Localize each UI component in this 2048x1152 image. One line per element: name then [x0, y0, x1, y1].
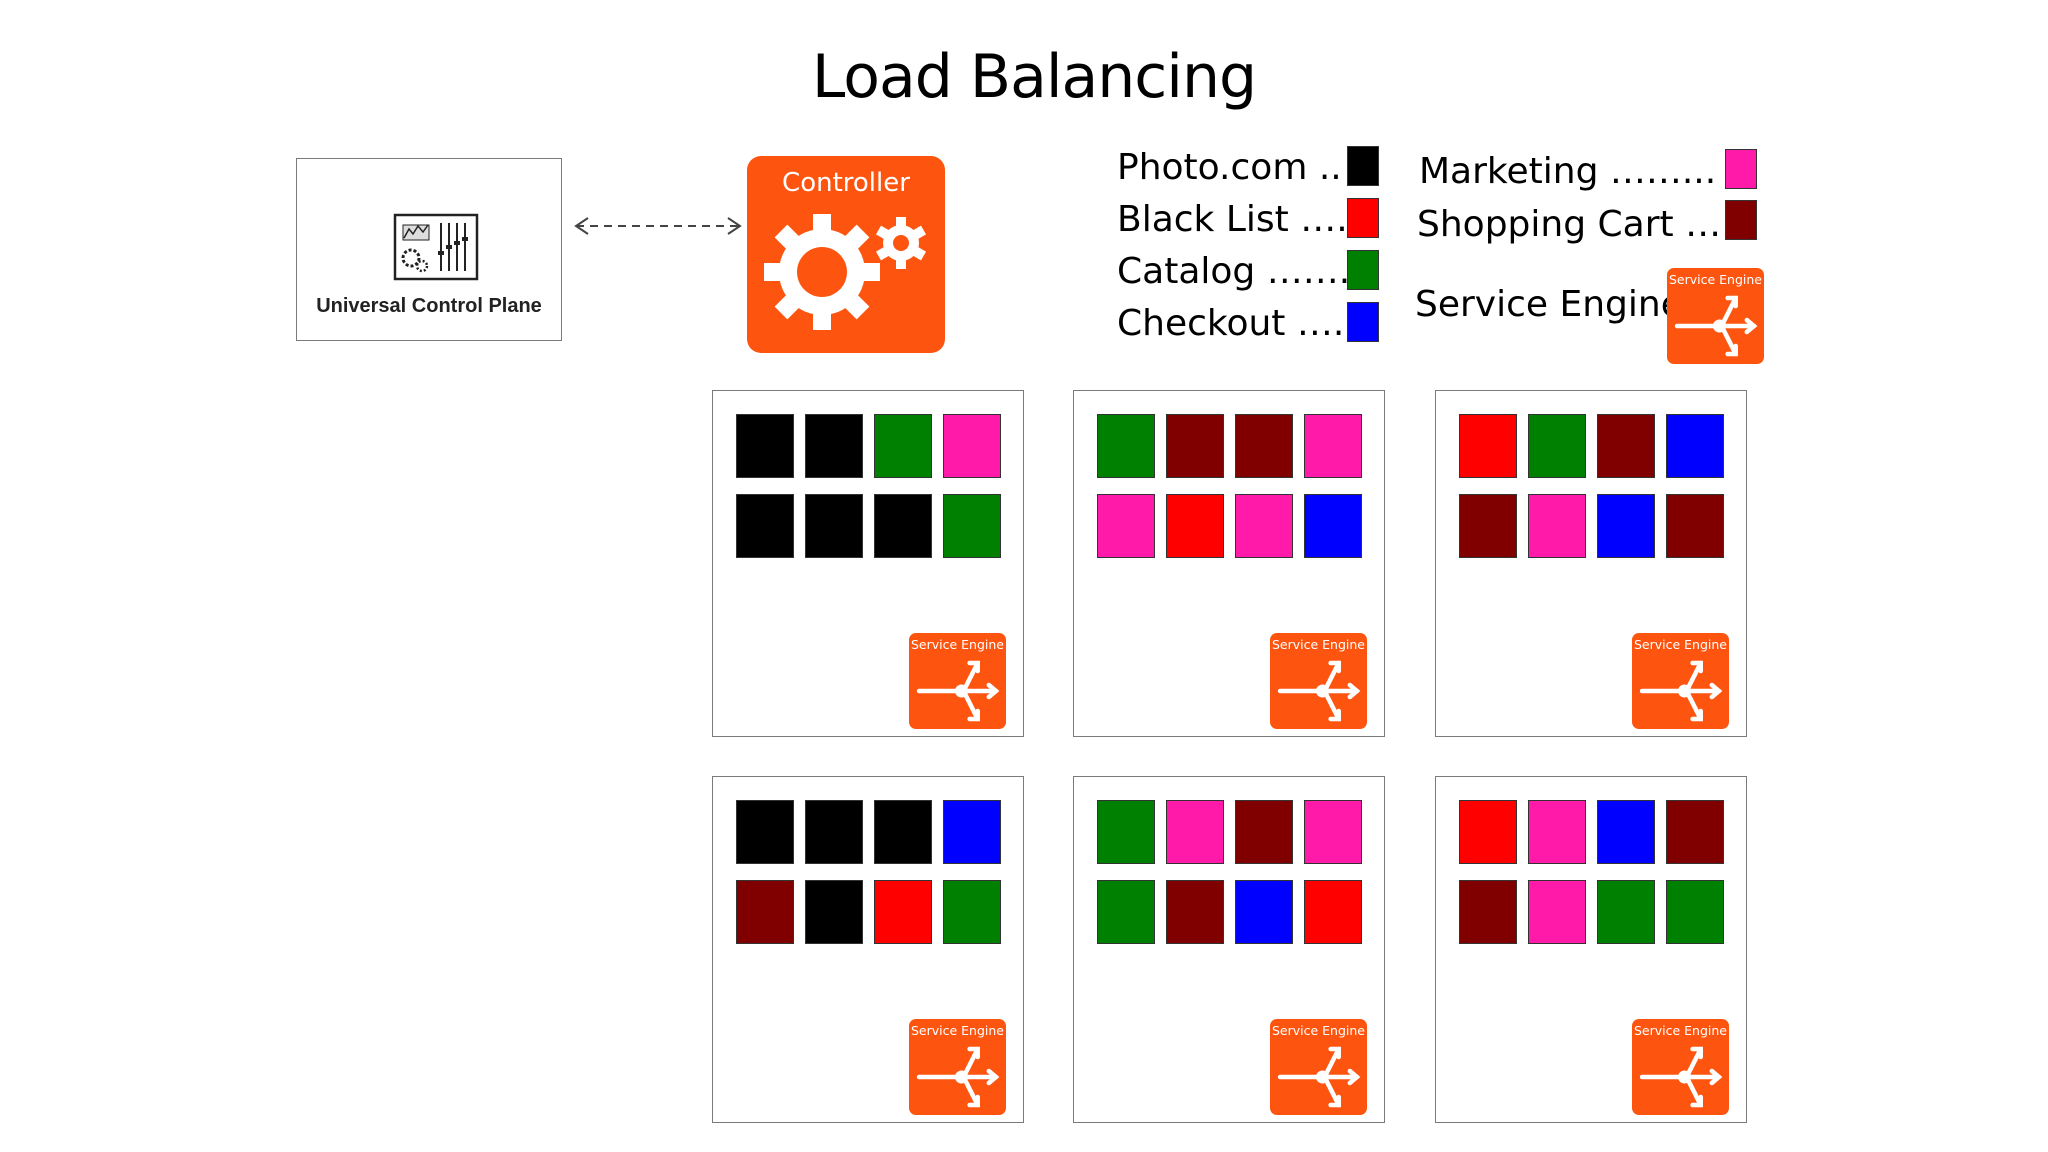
service-engine-legend-label: Service Engine: [1415, 284, 1683, 325]
vm-block-cart[interactable]: [736, 880, 794, 944]
vm-block-checkout[interactable]: [1235, 880, 1293, 944]
vm-block-marketing[interactable]: [1528, 880, 1586, 944]
vm-block-checkout[interactable]: [1666, 414, 1724, 478]
legend-swatch: [1347, 302, 1379, 342]
vm-block-cart[interactable]: [1166, 880, 1224, 944]
vm-block-photo[interactable]: [874, 800, 932, 864]
service-engine-badge[interactable]: Service Engine: [909, 633, 1006, 729]
service-engine-badge-text: Service Engine: [1633, 637, 1727, 652]
service-engine-badge[interactable]: Service Engine: [1270, 633, 1367, 729]
legend-swatch: [1347, 198, 1379, 238]
service-engine-badge[interactable]: Service Engine: [1632, 633, 1729, 729]
host-server[interactable]: Service Engine: [712, 390, 1024, 737]
service-engine-badge-text: Service Engine: [910, 637, 1004, 652]
host-server[interactable]: Service Engine: [712, 776, 1024, 1123]
vm-block-checkout[interactable]: [1597, 494, 1655, 558]
vm-block-cart[interactable]: [1166, 414, 1224, 478]
vm-block-catalog[interactable]: [1666, 880, 1724, 944]
vm-block-checkout[interactable]: [1597, 800, 1655, 864]
vm-block-catalog[interactable]: [1097, 800, 1155, 864]
service-engine-badge-text: Service Engine: [1271, 637, 1365, 652]
vm-block-marketing[interactable]: [1304, 414, 1362, 478]
service-engine-badge-text: Service Engine: [1271, 1023, 1365, 1038]
vm-block-cart[interactable]: [1666, 800, 1724, 864]
vm-block-photo[interactable]: [736, 494, 794, 558]
vm-block-marketing[interactable]: [1097, 494, 1155, 558]
vm-block-photo[interactable]: [874, 494, 932, 558]
vm-block-marketing[interactable]: [1528, 800, 1586, 864]
service-engine-badge-text: Service Engine: [910, 1023, 1004, 1038]
vm-block-blacklist[interactable]: [1166, 494, 1224, 558]
vm-block-photo[interactable]: [736, 800, 794, 864]
legend-label: Shopping Cart …..: [1417, 204, 1744, 245]
legend-label: Black List …..: [1117, 199, 1360, 240]
legend-swatch: [1347, 146, 1379, 186]
vm-block-marketing[interactable]: [1166, 800, 1224, 864]
load-balancer-icon: [1639, 1046, 1723, 1108]
load-balancer-icon: [916, 660, 1000, 722]
vm-block-blacklist[interactable]: [1459, 414, 1517, 478]
vm-block-photo[interactable]: [805, 800, 863, 864]
service-engine-badge-text: Service Engine: [1668, 272, 1762, 287]
host-server[interactable]: Service Engine: [1073, 390, 1385, 737]
vm-block-photo[interactable]: [805, 494, 863, 558]
legend-swatch: [1347, 250, 1379, 290]
vm-block-marketing[interactable]: [1304, 800, 1362, 864]
host-server[interactable]: Service Engine: [1073, 776, 1385, 1123]
vm-block-photo[interactable]: [805, 414, 863, 478]
gears-icon: [764, 214, 927, 330]
load-balancer-icon: [916, 1046, 1000, 1108]
host-server[interactable]: Service Engine: [1435, 390, 1747, 737]
controller-label: Controller: [782, 168, 910, 198]
vm-block-checkout[interactable]: [943, 800, 1001, 864]
vm-block-blacklist[interactable]: [874, 880, 932, 944]
vm-block-marketing[interactable]: [1528, 494, 1586, 558]
service-engine-badge-text: Service Engine: [1633, 1023, 1727, 1038]
service-engine-badge[interactable]: Service Engine: [909, 1019, 1006, 1115]
vm-block-cart[interactable]: [1235, 800, 1293, 864]
vm-block-cart[interactable]: [1235, 414, 1293, 478]
load-balancer-icon: [1277, 1046, 1361, 1108]
vm-block-photo[interactable]: [805, 880, 863, 944]
vm-block-catalog[interactable]: [1097, 880, 1155, 944]
load-balancer-icon: [1277, 660, 1361, 722]
vm-block-marketing[interactable]: [1235, 494, 1293, 558]
legend-label: Checkout …..: [1117, 303, 1356, 344]
vm-block-cart[interactable]: [1666, 494, 1724, 558]
controller-tile[interactable]: Controller: [747, 156, 945, 353]
connection-arrow: [572, 214, 744, 243]
vm-block-cart[interactable]: [1459, 494, 1517, 558]
page-title: Load Balancing: [811, 42, 1257, 112]
legend-label: Catalog ……..: [1117, 251, 1362, 292]
vm-block-cart[interactable]: [1459, 880, 1517, 944]
service-engine-badge[interactable]: Service Engine: [1632, 1019, 1729, 1115]
dashboard-icon: [393, 213, 479, 286]
vm-block-catalog[interactable]: [943, 494, 1001, 558]
host-server[interactable]: Service Engine: [1435, 776, 1747, 1123]
vm-block-catalog[interactable]: [943, 880, 1001, 944]
load-balancer-icon: [1674, 295, 1758, 357]
universal-control-plane[interactable]: Universal Control Plane: [296, 158, 562, 341]
ucp-label: Universal Control Plane: [316, 295, 542, 317]
vm-block-catalog[interactable]: [1528, 414, 1586, 478]
load-balancer-icon: [1639, 660, 1723, 722]
legend-swatch: [1725, 149, 1757, 189]
vm-block-marketing[interactable]: [943, 414, 1001, 478]
legend-label: Marketing ……...: [1419, 151, 1717, 192]
vm-block-checkout[interactable]: [1304, 494, 1362, 558]
vm-block-photo[interactable]: [736, 414, 794, 478]
service-engine-legend-icon[interactable]: Service Engine: [1667, 268, 1764, 364]
service-engine-badge[interactable]: Service Engine: [1270, 1019, 1367, 1115]
legend-swatch: [1725, 200, 1757, 240]
legend-label: Photo.com ..: [1117, 147, 1342, 188]
vm-block-blacklist[interactable]: [1459, 800, 1517, 864]
vm-block-catalog[interactable]: [1597, 880, 1655, 944]
vm-block-catalog[interactable]: [874, 414, 932, 478]
vm-block-cart[interactable]: [1597, 414, 1655, 478]
vm-block-catalog[interactable]: [1097, 414, 1155, 478]
vm-block-blacklist[interactable]: [1304, 880, 1362, 944]
